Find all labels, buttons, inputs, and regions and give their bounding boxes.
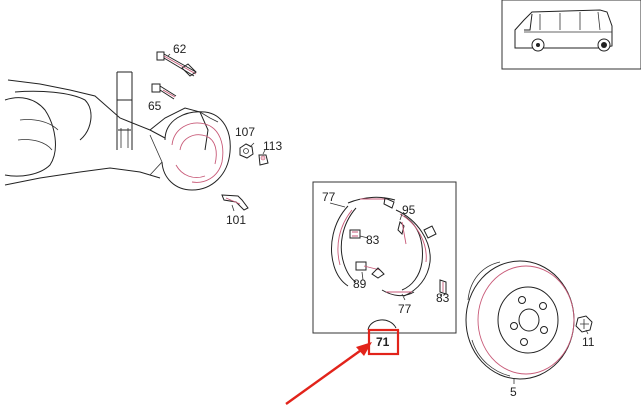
- callout-77-bottom: 77: [398, 302, 412, 316]
- nut-107: [239, 143, 254, 159]
- vehicle-thumbnail: [501, 0, 641, 70]
- callout-89: 89: [353, 277, 367, 291]
- red-pointer-arrow: [285, 342, 372, 405]
- callout-113: 113: [263, 139, 282, 153]
- highlight-box: [367, 328, 400, 356]
- cap-113: [258, 154, 269, 166]
- callout-65: 65: [148, 99, 162, 113]
- brake-disc: [465, 260, 575, 380]
- callout-5: 5: [510, 385, 517, 399]
- callout-77-top: 77: [322, 190, 336, 204]
- callout-62: 62: [173, 42, 187, 56]
- brake-shoe-kit-box: [312, 181, 457, 334]
- callout-83-right: 83: [436, 291, 450, 305]
- screw-11: [575, 315, 593, 333]
- callout-71: 71: [376, 335, 390, 349]
- callout-83-left: 83: [366, 233, 380, 247]
- callout-11: 11: [582, 335, 595, 349]
- leader-lines: [167, 53, 589, 384]
- center-cap-71: [367, 319, 397, 331]
- part-101: [221, 194, 249, 211]
- callout-95: 95: [402, 203, 416, 217]
- callout-101: 101: [226, 213, 246, 227]
- axle-assembly: [4, 51, 231, 191]
- callout-107: 107: [235, 125, 255, 139]
